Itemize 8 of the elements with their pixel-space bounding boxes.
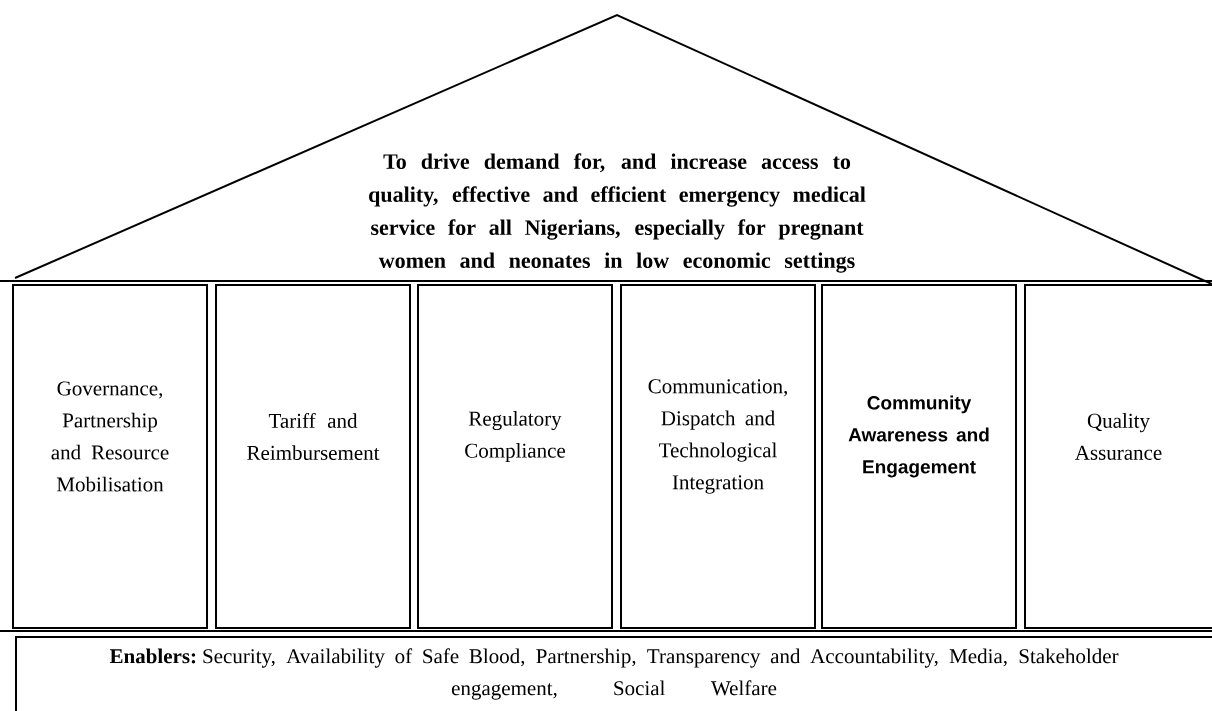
pillar-box: Community Awareness and Engagement bbox=[821, 284, 1017, 629]
foundation-box: Enablers: Security, Availability of Safe Blood, Partnership, Transparency and Accountability, Media, Stakeholder engagement, Social Welfare bbox=[0, 630, 1212, 711]
pillar-box: Governance, Partnership and Resource Mobilisation bbox=[12, 284, 208, 629]
pillar-box: Quality Assurance bbox=[1024, 284, 1212, 629]
pillar-box: Tariff and Reimbursement bbox=[215, 284, 411, 629]
pillar-box: Communication, Dispatch and Technological Integration bbox=[620, 284, 816, 629]
pillar-box: Regulatory Compliance bbox=[417, 284, 613, 629]
roof-triangle: To drive demand for, and increase access to quality, effective and efficient emergency medical service for all Nigerians, especially for pregnant women and neonates in low economic settings bbox=[0, 13, 1212, 287]
